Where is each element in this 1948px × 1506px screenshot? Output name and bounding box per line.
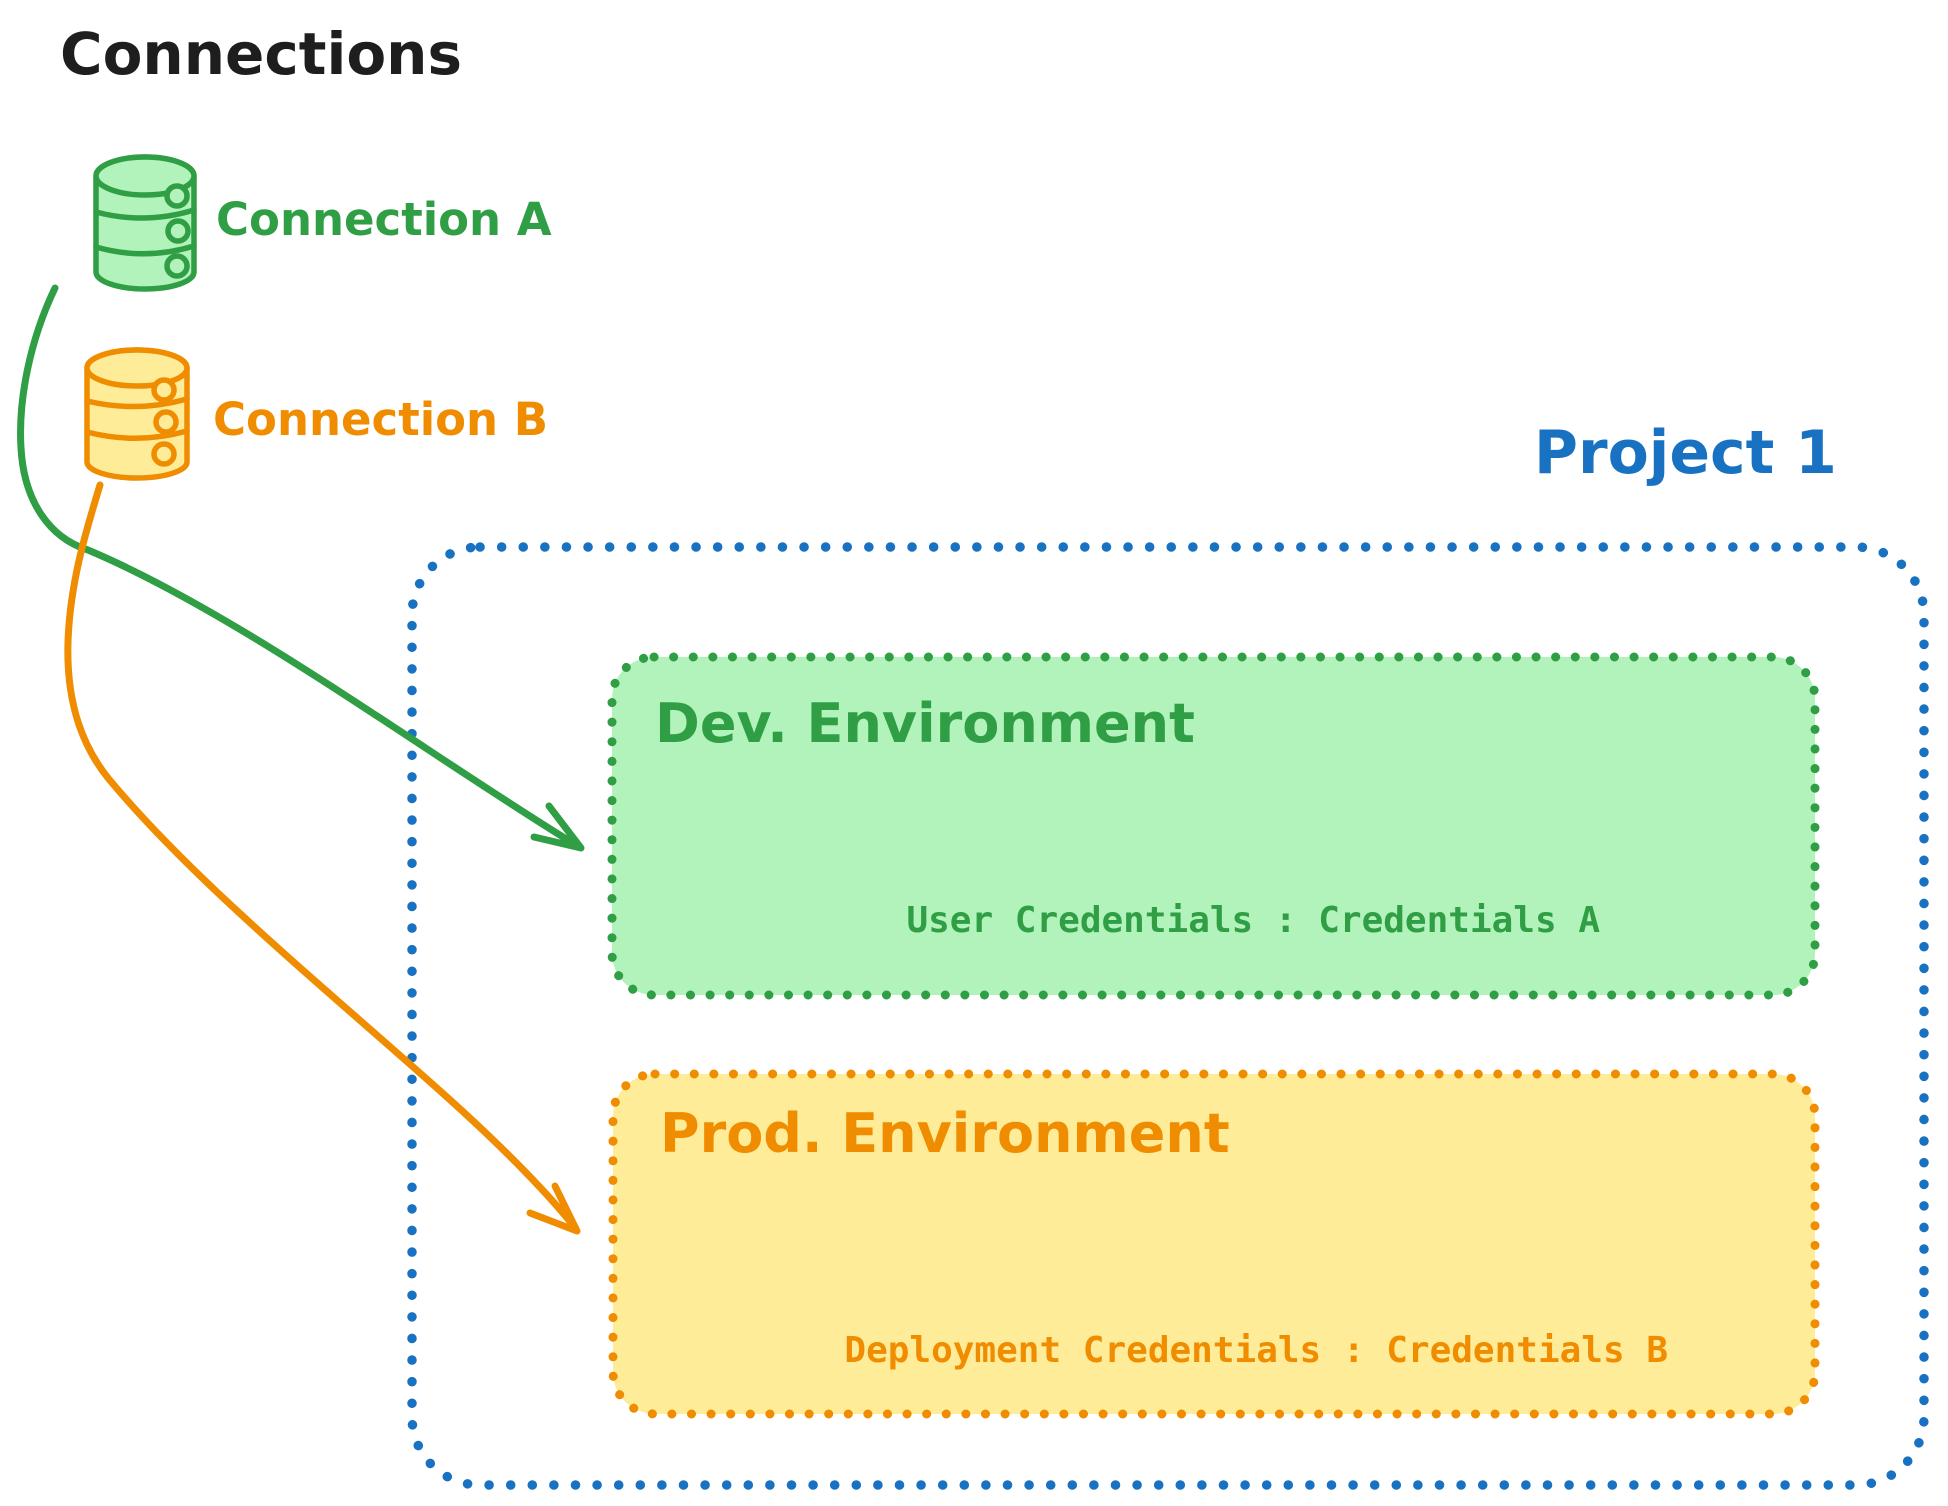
arrowhead <box>530 802 585 852</box>
diagram-title: Connections <box>60 20 462 88</box>
connection-b-label: Connection B <box>213 393 549 446</box>
arrow-connection-b-to-prod <box>64 481 581 1235</box>
dev-credentials-text: User Credentials : Credentials A <box>906 900 1600 941</box>
project-title: Project 1 <box>1534 418 1837 488</box>
database-icon <box>84 347 190 481</box>
prod-credentials-text: Deployment Credentials : Credentials B <box>844 1330 1668 1371</box>
arrowhead <box>526 1182 581 1235</box>
prod-environment-box <box>608 1069 1820 1419</box>
dev-environment-label: Dev. Environment <box>655 692 1195 755</box>
dev-environment-box <box>607 652 1820 1000</box>
project-box <box>407 542 1929 1490</box>
connection-a-label: Connection A <box>216 193 552 246</box>
database-icon <box>93 154 197 292</box>
prod-environment-label: Prod. Environment <box>660 1102 1230 1165</box>
